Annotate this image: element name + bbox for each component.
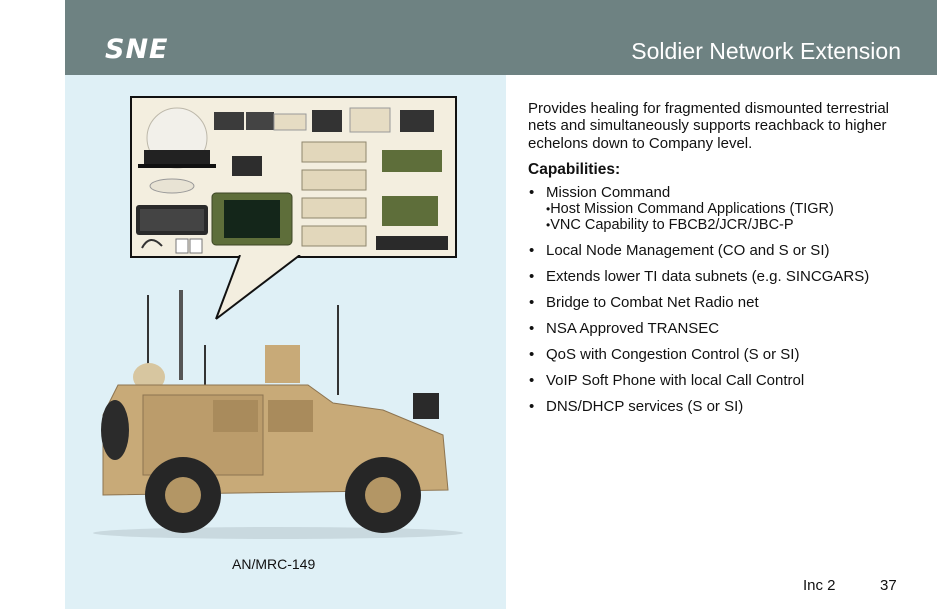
satcom-dome-icon xyxy=(138,107,216,169)
equipment-callout xyxy=(130,96,457,258)
page-title: Soldier Network Extension xyxy=(631,38,901,64)
list-item: Extends lower TI data subnets (e.g. SINC… xyxy=(528,268,918,285)
sub-list-item: VNC Capability to FBCB2/JCR/JBC-P xyxy=(546,217,918,233)
capabilities-heading: Capabilities: xyxy=(528,160,621,178)
content-column: Provides healing for fragmented dismount… xyxy=(528,100,918,424)
list-item: NSA Approved TRANSEC xyxy=(528,320,918,337)
page-number: 37 xyxy=(880,577,897,594)
description-text: Provides healing for fragmented dismount… xyxy=(528,100,890,152)
rugged-tablet-icon xyxy=(211,192,293,246)
sensor-icon xyxy=(232,156,262,176)
sne-logo: SNE xyxy=(105,34,169,65)
network-switch-icon xyxy=(376,150,448,250)
capabilities-list: Mission Command Host Mission Command App… xyxy=(528,184,918,415)
list-item: Local Node Management (CO and S or SI) xyxy=(528,242,918,259)
keyboard-icon xyxy=(136,205,208,235)
m-atv-vehicle-icon xyxy=(93,290,463,539)
increment-label: Inc 2 xyxy=(803,577,836,594)
page-header: SNE Soldier Network Extension xyxy=(65,0,937,75)
list-item: QoS with Congestion Control (S or SI) xyxy=(528,346,918,363)
sub-list-item: Host Mission Command Applications (TIGR) xyxy=(546,201,918,217)
list-item: DNS/DHCP services (S or SI) xyxy=(528,398,918,415)
headset-icon xyxy=(141,238,203,254)
list-item: Bridge to Combat Net Radio net xyxy=(528,294,918,311)
antenna-pod-icon xyxy=(149,178,195,194)
figure-caption: AN/MRC-149 xyxy=(232,556,316,572)
list-item: Mission Command Host Mission Command App… xyxy=(528,184,918,233)
list-item: VoIP Soft Phone with local Call Control xyxy=(528,372,918,389)
equipment-illustration xyxy=(136,107,448,254)
radio-units-icon xyxy=(214,107,434,133)
callout-pointer xyxy=(215,255,301,320)
radio-stack-icon xyxy=(301,141,367,247)
capability-label: Mission Command xyxy=(546,183,671,201)
vehicle-image xyxy=(83,285,478,540)
sub-list: Host Mission Command Applications (TIGR)… xyxy=(546,201,918,233)
